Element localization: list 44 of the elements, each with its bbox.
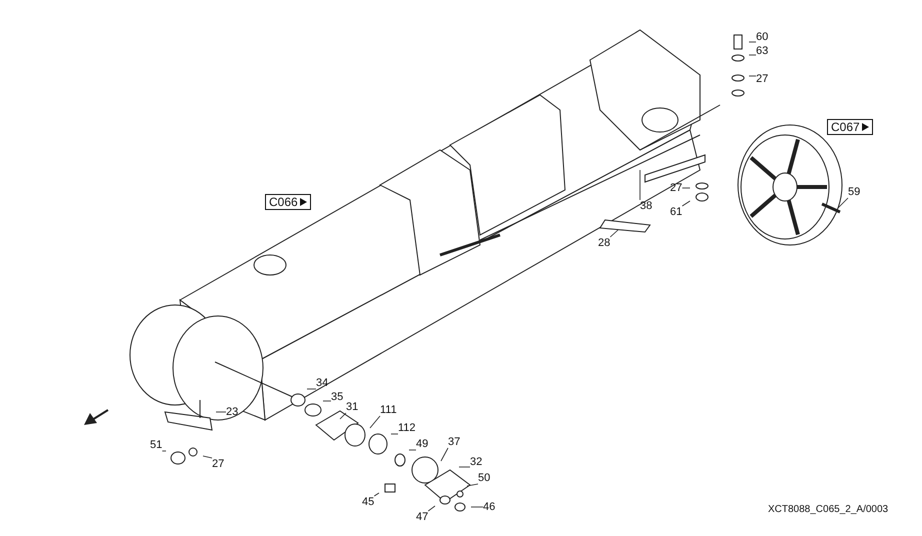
callout-number: 45: [362, 496, 374, 508]
callout-number: 37: [448, 436, 460, 448]
leader-line: [838, 198, 848, 208]
leader-line: [748, 54, 756, 56]
callout-number: 47: [416, 511, 428, 523]
callout-number: 59: [848, 186, 860, 198]
callout-number: 32: [470, 456, 482, 468]
callout-number: 34: [316, 377, 328, 389]
page-reference-box: [265, 194, 311, 210]
callout-number: 111: [380, 404, 397, 416]
callout-number: 61: [670, 206, 682, 218]
leader-line: [458, 466, 470, 468]
callout-number: 23: [226, 406, 238, 418]
leader-line: [466, 484, 478, 486]
reference-code: C067: [831, 121, 860, 133]
leader-line: [610, 230, 618, 238]
leader-line: [370, 416, 380, 428]
callout-number: 46: [483, 501, 496, 513]
callout-number: 112: [398, 422, 416, 434]
callout-number: 50: [478, 472, 490, 484]
callout-number: 27: [670, 182, 682, 194]
leader-line: [340, 412, 346, 420]
leader-line: [470, 506, 484, 508]
leader-line: [162, 450, 166, 452]
callout-number: 35: [331, 391, 344, 403]
callout-number: 49: [416, 438, 428, 450]
leader-line: [682, 200, 690, 206]
reference-code: C066: [269, 196, 298, 208]
callout-number: 38: [640, 200, 652, 212]
callout-number: 51: [150, 439, 162, 451]
leader-line: [374, 492, 380, 496]
callout-number: 60: [756, 31, 768, 43]
page-reference-box: [827, 119, 873, 135]
leader-line: [322, 400, 332, 402]
drawing-number: XCT8088_C065_2_A/0003: [768, 504, 888, 515]
callout-number: 31: [346, 401, 358, 413]
leader-line: [440, 448, 448, 462]
leader-line: [202, 456, 212, 458]
leader-line: [306, 388, 316, 390]
callout-number: 27: [756, 73, 768, 85]
callout-number: 28: [598, 237, 610, 249]
callout-number: 63: [756, 45, 768, 57]
leader-line: [428, 506, 436, 512]
callout-number: 27: [212, 458, 224, 470]
